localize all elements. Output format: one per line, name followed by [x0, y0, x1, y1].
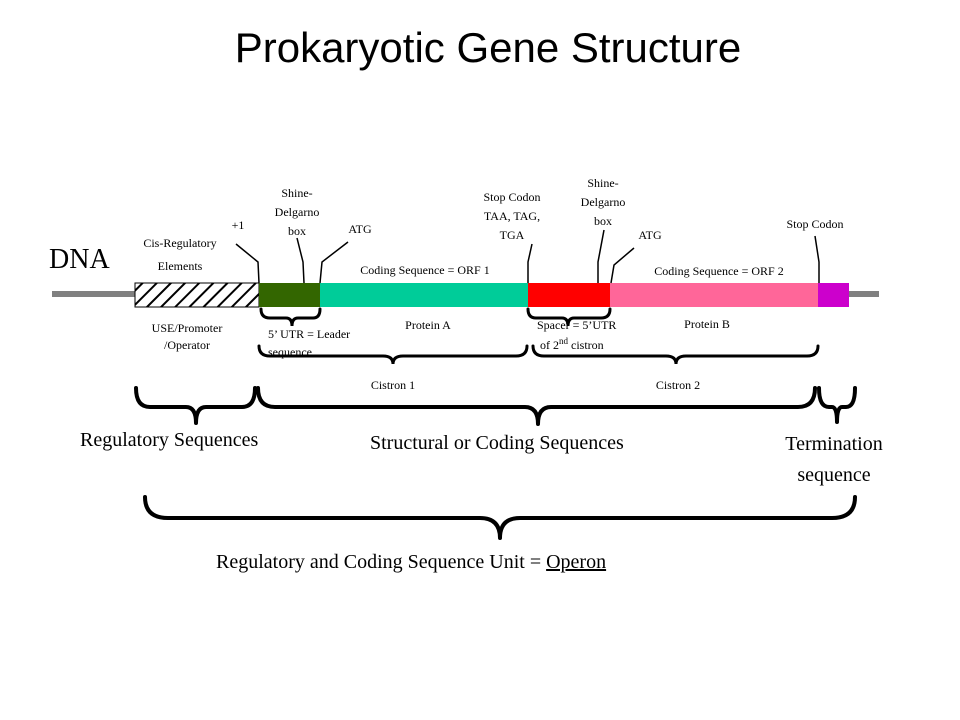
regulatory-label: Regulatory Sequences	[80, 429, 258, 451]
stop-segment	[818, 283, 849, 307]
protein-a-label: Protein A	[405, 318, 451, 332]
orf2-label: Coding Sequence = ORF 2	[654, 264, 783, 278]
svg-text:Delgarno: Delgarno	[581, 195, 626, 209]
utr-leader-label: 5’ UTR = Leader sequence	[268, 327, 350, 359]
termination-label: Termination sequence	[785, 433, 882, 486]
pointer-plus-one	[235, 243, 260, 284]
cistron-1-label: Cistron 1	[371, 378, 415, 392]
shine-delgarno-segment-1	[259, 283, 320, 307]
cis-regulatory-label: Cis-Regulatory Elements	[143, 236, 216, 273]
cistron-2-brace	[531, 344, 820, 365]
orf1-segment	[320, 283, 528, 307]
pointer-stop-codon-2	[814, 235, 820, 283]
structural-label: Structural or Coding Sequences	[370, 432, 624, 454]
pointer-lines	[235, 229, 820, 284]
cistron-2-label: Cistron 2	[656, 378, 700, 392]
orf1-label: Coding Sequence = ORF 1	[360, 263, 489, 277]
svg-text:sequence: sequence	[797, 464, 870, 486]
shine-delgarno-label-2: Shine- Delgarno box	[581, 176, 626, 228]
svg-text:Shine-: Shine-	[587, 176, 618, 190]
promoter-segment	[134, 282, 260, 308]
atg-label-1: ATG	[348, 222, 372, 236]
spacer-segment	[528, 283, 610, 307]
structural-brace	[256, 386, 817, 426]
svg-text:TGA: TGA	[500, 228, 525, 242]
spacer-brace	[526, 307, 612, 327]
svg-text:Stop Codon: Stop Codon	[483, 190, 540, 204]
stop-codon-label-2: Stop Codon	[786, 217, 843, 231]
pointer-atg-2	[610, 247, 635, 284]
svg-text:Termination: Termination	[785, 433, 882, 455]
svg-text:box: box	[288, 224, 306, 238]
regulatory-brace	[134, 386, 257, 425]
svg-text:5’ UTR = Leader: 5’ UTR = Leader	[268, 327, 350, 341]
pointer-stop-codon-1	[527, 243, 533, 283]
spacer-label-line2: of 2nd cistron	[540, 336, 604, 352]
svg-text:box: box	[594, 214, 612, 228]
svg-text:Delgarno: Delgarno	[275, 205, 320, 219]
pointer-atg-1	[319, 241, 349, 284]
svg-text:Elements: Elements	[158, 259, 203, 273]
utr-leader-brace	[259, 307, 322, 327]
pointer-shine-delgarno-1	[296, 237, 305, 284]
plus-one-label: +1	[232, 218, 245, 232]
cistron-1-brace	[257, 344, 529, 365]
svg-text:Cis-Regulatory: Cis-Regulatory	[143, 236, 216, 250]
operon-word: Operon	[546, 551, 606, 573]
shine-delgarno-label-1: Shine- Delgarno box	[275, 186, 320, 238]
dna-label: DNA	[49, 244, 110, 275]
operon-brace	[143, 495, 857, 540]
termination-brace	[817, 386, 857, 424]
svg-text:Shine-: Shine-	[281, 186, 312, 200]
pointer-shine-delgarno-2	[597, 229, 605, 283]
atg-label-2: ATG	[638, 228, 662, 242]
svg-text:/Operator: /Operator	[164, 338, 210, 352]
orf2-segment	[610, 283, 818, 307]
promoter-label: USE/Promoter /Operator	[152, 321, 223, 352]
spacer-label-line1: Spacer = 5’UTR	[537, 318, 616, 332]
stop-codon-label-1: Stop Codon TAA, TAG, TGA	[483, 190, 540, 242]
page-title: Prokaryotic Gene Structure	[235, 24, 742, 71]
svg-text:TAA, TAG,: TAA, TAG,	[484, 209, 540, 223]
operon-label: Regulatory and Coding Sequence Unit = Op…	[216, 551, 606, 573]
protein-b-label: Protein B	[684, 317, 730, 331]
svg-text:USE/Promoter: USE/Promoter	[152, 321, 223, 335]
